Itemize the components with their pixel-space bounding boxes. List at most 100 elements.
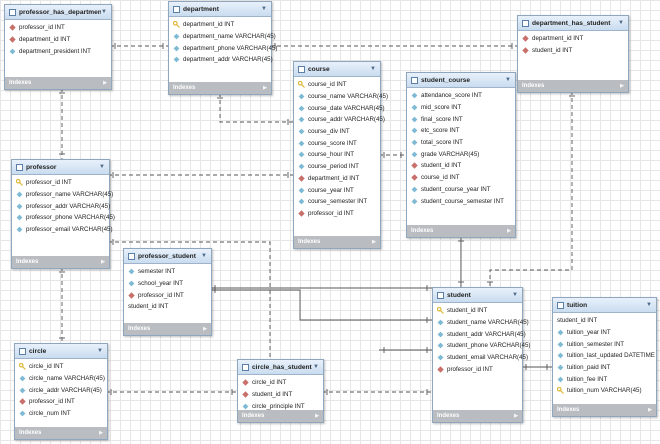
column-row[interactable]: circle_name VARCHAR(45): [15, 373, 107, 385]
column-row[interactable]: total_score INT: [407, 137, 515, 149]
column-row[interactable]: professor_addr VARCHAR(45): [12, 200, 110, 212]
column-row[interactable]: professor_id INT: [12, 177, 109, 189]
chevron-right-icon[interactable]: ▶: [99, 430, 103, 436]
chevron-down-icon[interactable]: ▼: [99, 164, 105, 170]
indexes-bar[interactable]: Indexes▶: [238, 410, 323, 422]
column-row[interactable]: student_email VARCHAR(45): [433, 352, 528, 364]
relationship-line[interactable]: [219, 93, 293, 123]
indexes-bar[interactable]: Indexes▶: [407, 225, 515, 237]
chevron-right-icon[interactable]: ▶: [315, 413, 319, 419]
column-row[interactable]: department_id INT: [5, 34, 111, 46]
column-row[interactable]: student_id INT: [124, 301, 211, 313]
column-row[interactable]: attendance_score INT: [407, 90, 515, 102]
column-row[interactable]: professor_id INT: [294, 208, 380, 220]
column-row[interactable]: department_id INT: [294, 173, 380, 185]
column-row[interactable]: department_id INT: [169, 19, 271, 31]
table-professor-has-department[interactable]: professor_has_department ▼ professor_id …: [4, 4, 112, 90]
table-department-has-student[interactable]: department_has_student ▼ department_id I…: [517, 15, 629, 93]
column-row[interactable]: student_id INT: [433, 305, 522, 317]
indexes-bar[interactable]: Indexes▶: [518, 80, 628, 92]
chevron-right-icon[interactable]: ▶: [101, 259, 105, 265]
chevron-right-icon[interactable]: ▶: [648, 407, 652, 413]
column-row[interactable]: circle_num INT: [15, 408, 107, 420]
indexes-bar[interactable]: Indexes▶: [12, 256, 109, 268]
column-row[interactable]: semester INT: [124, 266, 211, 278]
chevron-right-icon[interactable]: ▶: [507, 228, 511, 234]
relationship-line[interactable]: [210, 289, 432, 321]
column-row[interactable]: professor_email VARCHAR(45): [12, 224, 113, 236]
chevron-right-icon[interactable]: ▶: [514, 413, 518, 419]
column-row[interactable]: school_year INT: [124, 278, 211, 290]
column-row[interactable]: student_name VARCHAR(45): [433, 317, 529, 329]
chevron-down-icon[interactable]: ▼: [261, 6, 267, 12]
column-row[interactable]: department_phone VARCHAR(45): [169, 42, 277, 54]
table-department[interactable]: department ▼ department_id INT department…: [168, 1, 277, 95]
column-row[interactable]: course_semester INT: [294, 196, 380, 208]
column-row[interactable]: student_id INT: [407, 160, 515, 172]
chevron-down-icon[interactable]: ▼: [646, 302, 652, 308]
column-row[interactable]: course_period INT: [294, 161, 380, 173]
table-header[interactable]: professor_student ▼: [124, 249, 211, 264]
table-header[interactable]: student ▼: [433, 288, 522, 303]
column-row[interactable]: student_id INT: [518, 45, 628, 57]
column-row[interactable]: professor_phone VARCHAR(45): [12, 212, 115, 224]
column-row[interactable]: grade VARCHAR(45): [407, 148, 515, 160]
column-row[interactable]: tuition_year INT: [553, 327, 656, 339]
indexes-bar[interactable]: Indexes▶: [5, 77, 111, 89]
column-row[interactable]: student_course_semester INT: [407, 195, 515, 207]
column-row[interactable]: circle_principle INT: [238, 400, 323, 412]
column-row[interactable]: course_hour INT: [294, 149, 380, 161]
column-row[interactable]: final_score INT: [407, 113, 515, 125]
indexes-bar[interactable]: Indexes▶: [433, 410, 522, 422]
indexes-bar[interactable]: Indexes▶: [124, 323, 211, 335]
chevron-right-icon[interactable]: ▶: [620, 83, 624, 89]
chevron-right-icon[interactable]: ▶: [103, 80, 107, 86]
table-header[interactable]: professor ▼: [12, 160, 109, 175]
column-row[interactable]: course_year INT: [294, 184, 380, 196]
chevron-down-icon[interactable]: ▼: [505, 77, 511, 83]
column-row[interactable]: department_id INT: [518, 33, 628, 45]
table-header[interactable]: department ▼: [169, 2, 271, 17]
relationship-line[interactable]: [489, 91, 573, 287]
column-row[interactable]: department_addr VARCHAR(45): [169, 54, 273, 66]
column-row[interactable]: course_name VARCHAR(45): [294, 91, 388, 103]
table-header[interactable]: tuition ▼: [553, 298, 656, 313]
chevron-right-icon[interactable]: ▶: [263, 85, 267, 91]
indexes-bar[interactable]: Indexes▶: [15, 427, 107, 439]
table-header[interactable]: student_course ▼: [407, 73, 515, 88]
table-header[interactable]: course ▼: [294, 62, 380, 77]
column-row[interactable]: professor_id INT: [124, 289, 211, 301]
column-row[interactable]: tuition_fee INT: [553, 373, 656, 385]
column-row[interactable]: professor_id INT: [5, 22, 111, 34]
column-row[interactable]: course_score INT: [294, 137, 380, 149]
chevron-down-icon[interactable]: ▼: [512, 292, 518, 298]
chevron-down-icon[interactable]: ▼: [97, 348, 103, 354]
column-row[interactable]: course_id INT: [294, 79, 380, 91]
chevron-right-icon[interactable]: ▶: [372, 239, 376, 245]
chevron-down-icon[interactable]: ▼: [313, 364, 319, 370]
table-header[interactable]: circle ▼: [15, 344, 107, 359]
column-row[interactable]: circle_id INT: [238, 377, 323, 389]
indexes-bar[interactable]: Indexes▶: [294, 236, 380, 248]
column-row[interactable]: course_id INT: [407, 172, 515, 184]
table-header[interactable]: circle_has_student ▼: [238, 360, 323, 375]
column-row[interactable]: professor_id INT: [15, 396, 107, 408]
column-row[interactable]: tuition_paid INT: [553, 362, 656, 374]
chevron-down-icon[interactable]: ▼: [370, 66, 376, 72]
column-row[interactable]: student_course_year INT: [407, 184, 515, 196]
column-row[interactable]: etc_score INT: [407, 125, 515, 137]
column-row[interactable]: course_addr VARCHAR(45): [294, 114, 385, 126]
indexes-bar[interactable]: Indexes▶: [553, 404, 656, 416]
column-row[interactable]: department_president INT: [5, 45, 111, 57]
chevron-down-icon[interactable]: ▼: [201, 253, 207, 259]
column-row[interactable]: circle_addr VARCHAR(45): [15, 384, 107, 396]
relationship-line[interactable]: [108, 241, 271, 393]
table-header[interactable]: department_has_student ▼: [518, 16, 628, 31]
